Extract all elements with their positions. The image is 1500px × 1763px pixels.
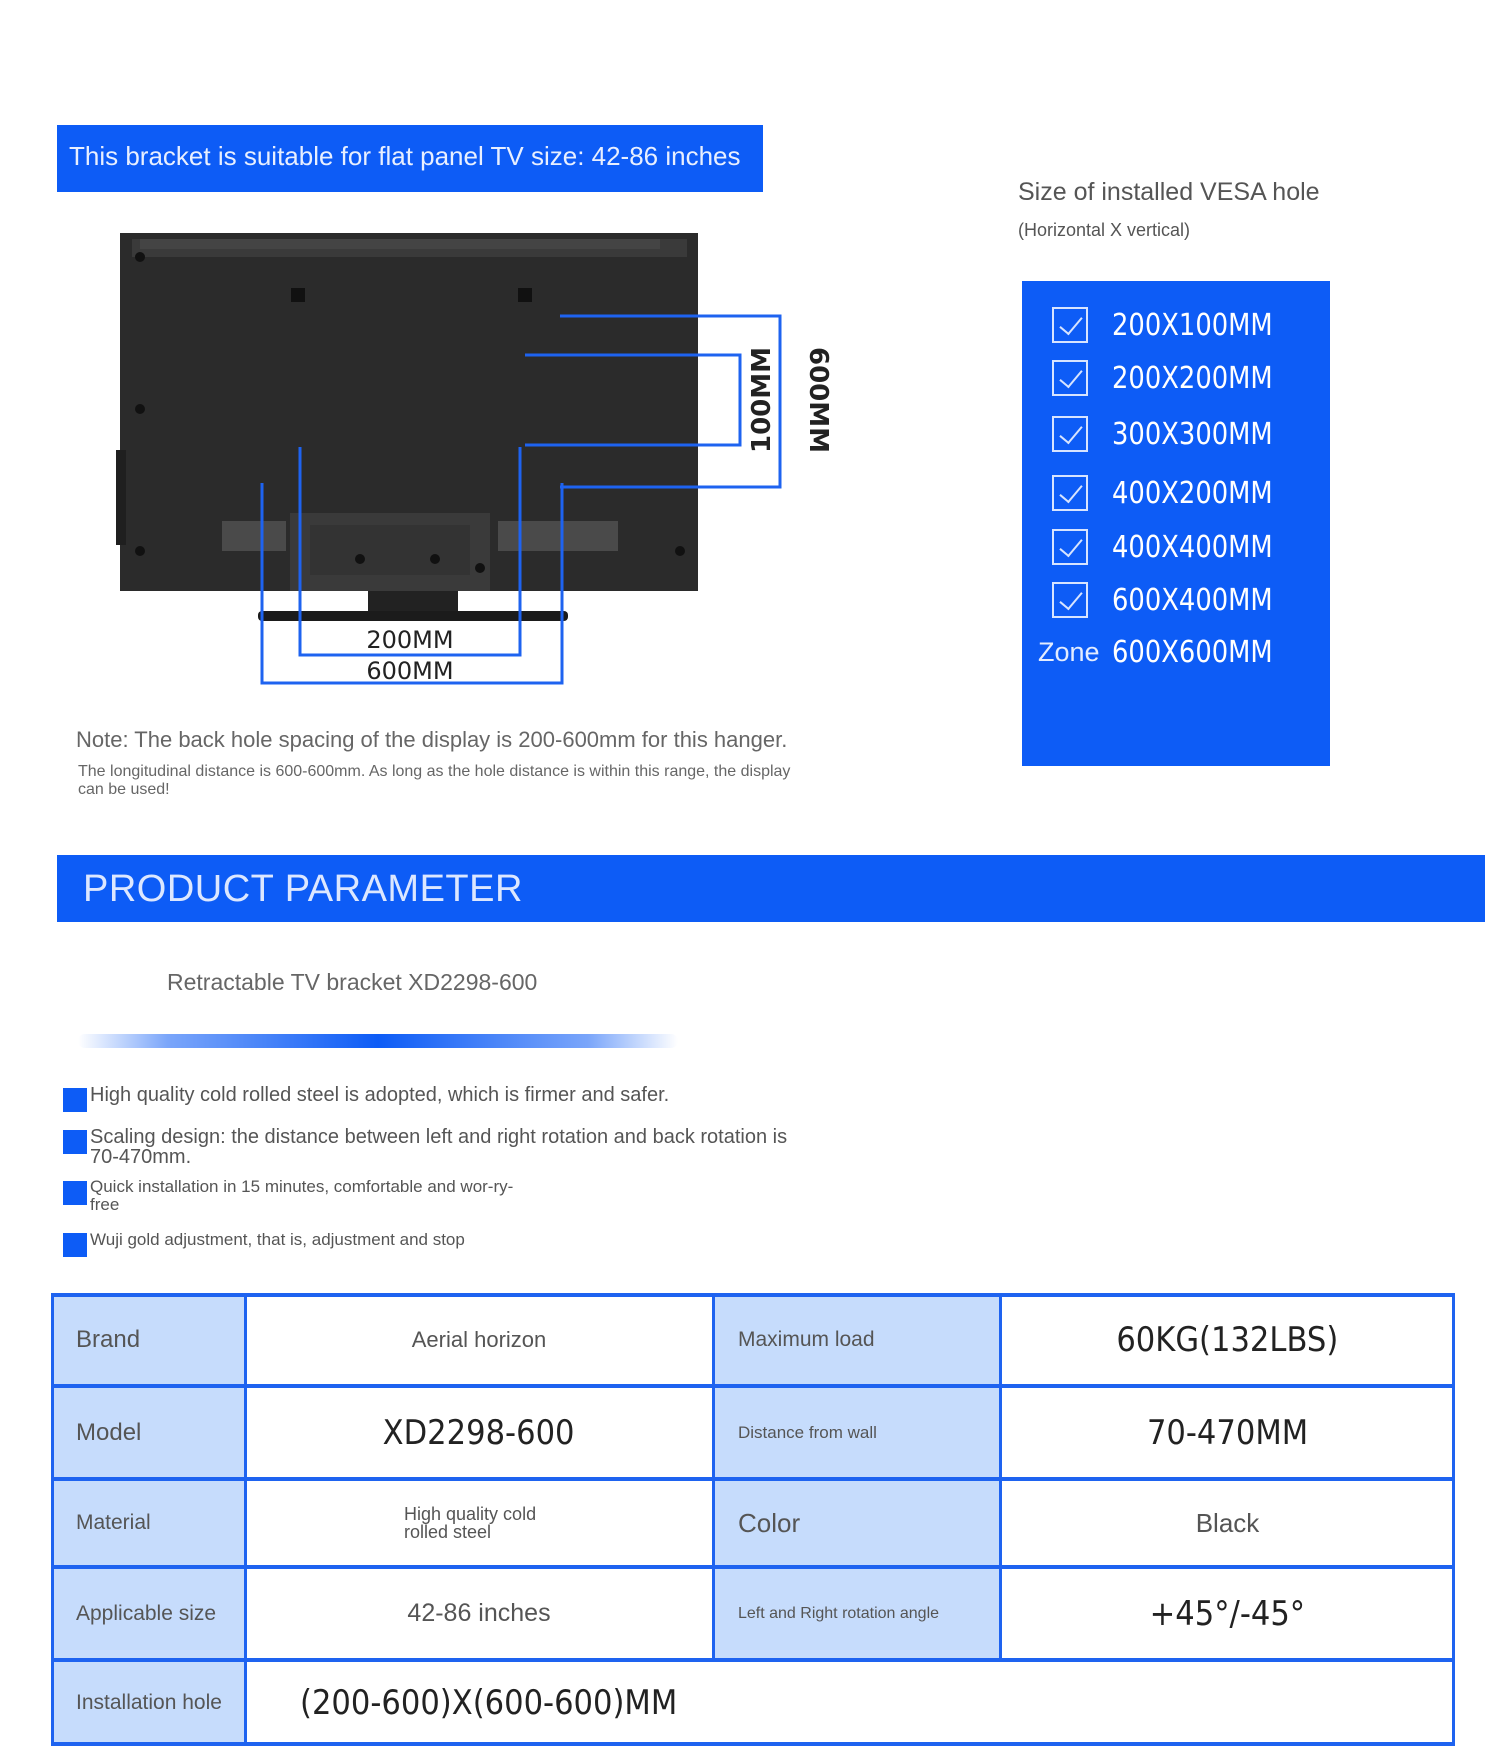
feature-text: Scaling design: the distance between lef… bbox=[90, 1126, 788, 1168]
table-border bbox=[51, 1565, 1455, 1569]
bullet-square-icon bbox=[63, 1088, 87, 1112]
vesa-size-item: 400X400MM bbox=[1052, 527, 1299, 567]
vesa-size-item: 400X200MM bbox=[1052, 473, 1299, 513]
feature-text: Wuji gold adjustment, that is, adjustmen… bbox=[90, 1230, 465, 1249]
spec-value-material: High quality cold rolled steel bbox=[245, 1479, 713, 1567]
bullet-square-icon bbox=[63, 1130, 87, 1154]
vesa-size-value: 200X100MM bbox=[1112, 307, 1273, 343]
table-border bbox=[244, 1293, 247, 1746]
vesa-size-item: 200X100MM bbox=[1052, 305, 1299, 345]
spec-label-material: Material bbox=[51, 1479, 245, 1567]
bullet-square-icon bbox=[63, 1233, 87, 1257]
dim-horizontal-outer-label: 600MM bbox=[366, 657, 453, 685]
checkbox-icon bbox=[1052, 475, 1088, 511]
vesa-size-value: 600X400MM bbox=[1112, 582, 1273, 618]
vesa-size-item: 600X400MM bbox=[1052, 580, 1299, 620]
product-parameter-banner: PRODUCT PARAMETER bbox=[57, 855, 1485, 922]
spec-label-applicable-size: Applicable size bbox=[51, 1567, 245, 1660]
spec-label-distance: Distance from wall bbox=[713, 1386, 1000, 1479]
tv-body bbox=[116, 233, 698, 621]
table-border bbox=[1452, 1293, 1455, 1746]
vesa-title: Size of installed VESA hole bbox=[1018, 178, 1320, 206]
table-border bbox=[51, 1293, 54, 1746]
checkbox-icon bbox=[1052, 416, 1088, 452]
dim-vertical-outer-label: 600MM bbox=[803, 347, 830, 453]
vesa-size-value: 200X200MM bbox=[1112, 360, 1273, 396]
spec-label-max-load: Maximum load bbox=[713, 1293, 1000, 1386]
rotation-text: +45°/-45° bbox=[1149, 1593, 1306, 1634]
hole-spacing-note-detail: The longitudinal distance is 600-600mm. … bbox=[78, 763, 791, 798]
spec-value-model: XD2298-600 bbox=[245, 1386, 713, 1479]
spec-value-max-load: 60KG(132LBS) bbox=[1000, 1293, 1455, 1386]
bullet-square-icon bbox=[63, 1181, 87, 1205]
spec-label-brand: Brand bbox=[51, 1293, 245, 1386]
installation-hole-text: (200-600)X(600-600)MM bbox=[300, 1683, 678, 1723]
distance-text: 70-470MM bbox=[1146, 1412, 1309, 1453]
spec-label-rotation: Left and Right rotation angle bbox=[713, 1567, 1000, 1660]
vesa-size-value: 400X200MM bbox=[1112, 475, 1273, 511]
feature-item: Quick installation in 15 minutes, comfor… bbox=[63, 1178, 530, 1214]
material-text: High quality cold rolled steel bbox=[404, 1504, 537, 1542]
hole-spacing-note: Note: The back hole spacing of the displ… bbox=[76, 727, 788, 752]
dim-horizontal-inner-label: 200MM bbox=[366, 626, 453, 654]
model-text: XD2298-600 bbox=[383, 1412, 575, 1453]
vesa-size-value: 400X400MM bbox=[1112, 529, 1273, 565]
spec-value-color: Black bbox=[1000, 1479, 1455, 1567]
product-title: Retractable TV bracket XD2298-600 bbox=[167, 969, 538, 995]
spec-label-model: Model bbox=[51, 1386, 245, 1479]
tv-back-diagram: 100MM 600MM 200MM 600MM bbox=[116, 233, 830, 685]
spec-value-rotation: +45°/-45° bbox=[1000, 1567, 1455, 1660]
gradient-divider bbox=[78, 1034, 678, 1048]
table-border bbox=[51, 1477, 1455, 1481]
feature-item: High quality cold rolled steel is adopte… bbox=[63, 1085, 810, 1112]
feature-text: High quality cold rolled steel is adopte… bbox=[90, 1084, 670, 1106]
vesa-size-item: 300X300MM bbox=[1052, 414, 1299, 454]
checkbox-icon bbox=[1052, 582, 1088, 618]
table-border bbox=[51, 1742, 1455, 1746]
spec-label-color: Color bbox=[713, 1479, 1000, 1567]
spec-value-brand: Aerial horizon bbox=[245, 1293, 713, 1386]
vesa-zone-label: Zone bbox=[1038, 637, 1100, 667]
spec-value-applicable-size: 42-86 inches bbox=[245, 1567, 713, 1660]
table-border bbox=[51, 1293, 1455, 1297]
vesa-size-value: 300X300MM bbox=[1112, 416, 1273, 452]
vesa-zone-size: 600X600MM bbox=[1112, 635, 1273, 670]
dim-vertical-inner-label: 100MM bbox=[747, 347, 777, 453]
spec-label-installation-hole: Installation hole bbox=[51, 1660, 245, 1746]
feature-text: Quick installation in 15 minutes, comfor… bbox=[90, 1177, 514, 1214]
vesa-size-item: 200X200MM bbox=[1052, 358, 1299, 398]
product-parameter-heading: PRODUCT PARAMETER bbox=[83, 868, 523, 910]
feature-item: Wuji gold adjustment, that is, adjustmen… bbox=[63, 1230, 690, 1257]
spec-table: Brand Aerial horizon Maximum load 60KG(1… bbox=[51, 1293, 1455, 1746]
dimension-lines bbox=[260, 314, 782, 685]
table-border bbox=[51, 1384, 1455, 1388]
spec-value-installation-hole: (200-600)X(600-600)MM bbox=[245, 1660, 1455, 1746]
table-border bbox=[712, 1293, 715, 1660]
spec-value-distance: 70-470MM bbox=[1000, 1386, 1455, 1479]
suitability-banner-text: This bracket is suitable for flat panel … bbox=[69, 141, 741, 171]
checkbox-icon bbox=[1052, 360, 1088, 396]
table-border bbox=[51, 1658, 1455, 1662]
max-load-text: 60KG(132LBS) bbox=[1116, 1319, 1339, 1360]
checkbox-icon bbox=[1052, 529, 1088, 565]
table-border bbox=[999, 1293, 1002, 1660]
feature-item: Scaling design: the distance between lef… bbox=[63, 1127, 790, 1167]
suitability-banner: This bracket is suitable for flat panel … bbox=[57, 125, 763, 192]
checkbox-icon bbox=[1052, 307, 1088, 343]
vesa-size-panel: 200X100MM 200X200MM 300X300MM 400X200MM … bbox=[1022, 281, 1330, 766]
vesa-subtitle: (Horizontal X vertical) bbox=[1018, 220, 1191, 240]
